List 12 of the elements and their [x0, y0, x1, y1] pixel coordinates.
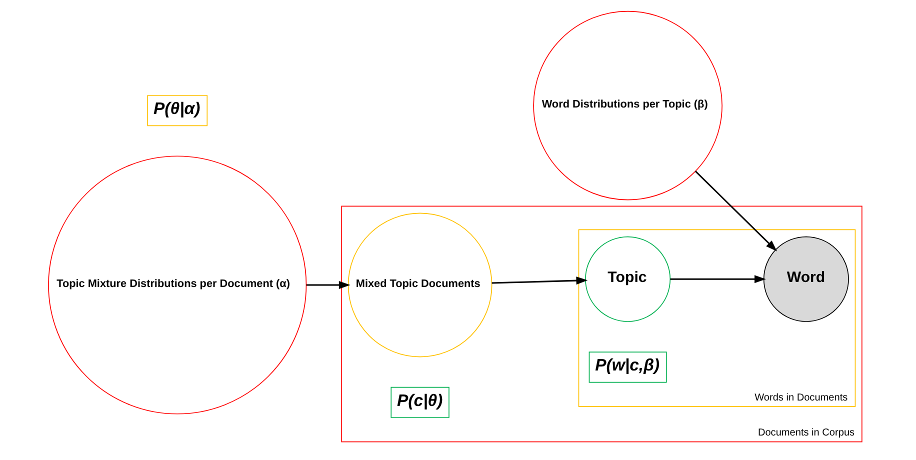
node-circle: Topic — [584, 236, 670, 322]
node-circle: Word — [762, 236, 848, 322]
node-box: P(w|c,β) — [588, 352, 666, 383]
node-box: P(c|θ) — [390, 386, 449, 418]
arrow — [306, 281, 350, 289]
arrow — [670, 275, 766, 284]
arrow — [491, 276, 588, 285]
node-circle: Mixed Topic Documents — [347, 212, 492, 358]
node-circle: Topic Mixture Distributions per Document (α) — [48, 156, 306, 414]
arrow — [694, 170, 777, 252]
node-circle: Word Distributions per Topic (β) — [532, 10, 722, 200]
node-box: P(θ|α) — [146, 95, 208, 126]
